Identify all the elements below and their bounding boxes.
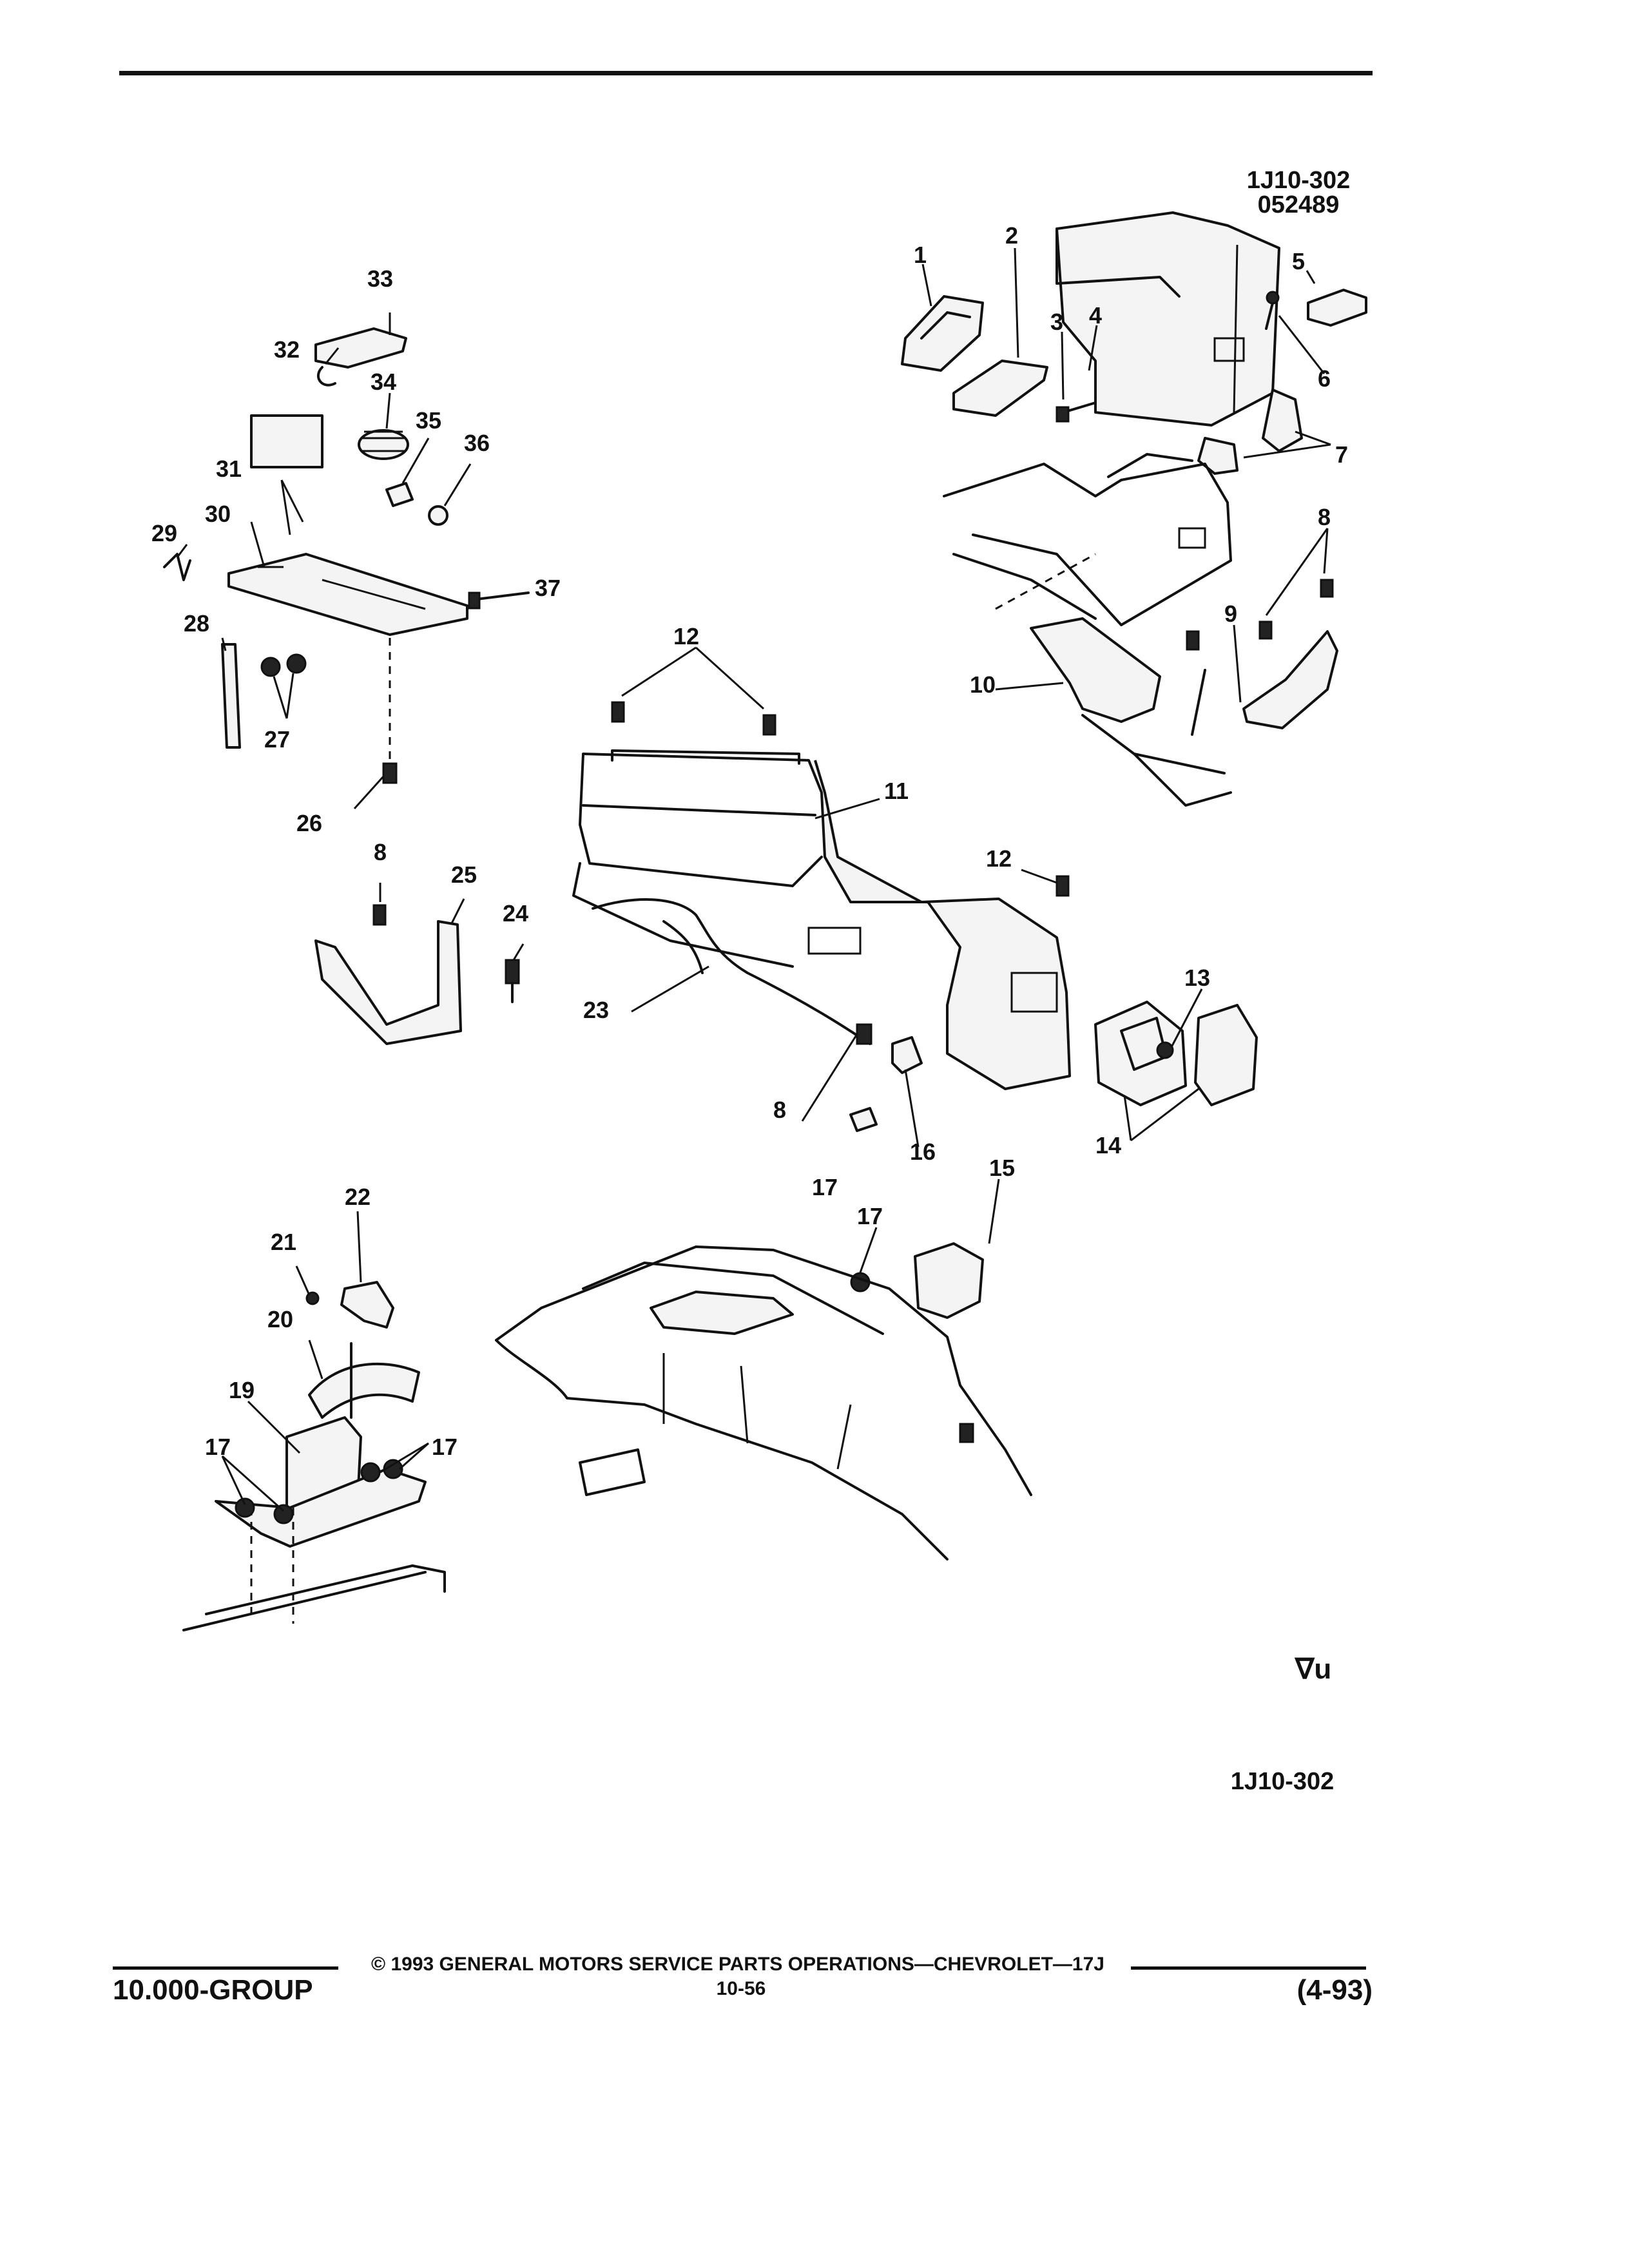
- callout-label: 20: [267, 1306, 293, 1332]
- part-35-pin: [385, 482, 414, 507]
- part-19-shifter-base: [182, 1416, 446, 1631]
- part-11-console: [572, 749, 1071, 1090]
- figure-id: 1J10-302: [1246, 167, 1351, 194]
- callout-label: 31: [216, 456, 242, 482]
- part-3-screw: [1055, 401, 1097, 423]
- callout-label: 14: [1095, 1132, 1121, 1158]
- part-5-bracket: [1307, 289, 1367, 327]
- part-6-clip: [1265, 291, 1280, 330]
- part-2-plate: [952, 360, 1048, 417]
- part-12-fasteners: [611, 701, 1070, 897]
- part-36-washer: [428, 505, 448, 526]
- callout-label: 24: [503, 900, 528, 927]
- callout-label: 25: [451, 861, 477, 888]
- callout-label: 29: [151, 520, 177, 546]
- callout-label: 27: [264, 726, 290, 753]
- callout-label: 16: [910, 1139, 936, 1165]
- callout-label: 11: [884, 778, 909, 804]
- callout-label: 22: [345, 1184, 371, 1210]
- callout-label: 17: [205, 1434, 231, 1460]
- part-9-bracket: [1242, 579, 1338, 729]
- top-rule: [119, 71, 1373, 75]
- part-13-screw: [1156, 1041, 1174, 1059]
- callout-label: 5: [1292, 248, 1305, 274]
- part-25-bracket: [314, 920, 462, 1045]
- callout-label: 32: [274, 336, 300, 363]
- part-28-lever: [221, 643, 241, 749]
- part-30-shift-plate: [227, 414, 468, 636]
- callout-label: 34: [371, 369, 396, 395]
- figure-date: 052489: [1257, 191, 1340, 218]
- callout-label: 12: [986, 845, 1012, 872]
- callout-label: 8: [374, 839, 387, 865]
- callout-label: 9: [1224, 601, 1237, 627]
- footer-page-number: 10-56: [716, 1978, 766, 1999]
- part-10-parking-brake: [1030, 617, 1232, 807]
- leader-lines: [176, 247, 1331, 1512]
- footer-date-code: (4-93): [1296, 1974, 1373, 2006]
- footer-rule-left: [113, 1966, 338, 1970]
- part-21-screw: [305, 1291, 320, 1305]
- callout-label: 19: [229, 1377, 255, 1403]
- part-8-bolt-left: [372, 904, 387, 926]
- callout-label: 28: [184, 610, 209, 637]
- callout-label: 23: [583, 997, 609, 1023]
- part-22-knob: [340, 1281, 394, 1329]
- callout-label: 37: [535, 575, 561, 601]
- callout-label: 2: [1005, 222, 1018, 249]
- callout-label: 8: [773, 1097, 786, 1123]
- footer-rule-right: [1131, 1966, 1366, 1970]
- part-23-harness: [592, 898, 871, 1045]
- callout-labels: 1 2 3 4 5 6 7 8 9 10 11 12 12 13 14 15 1…: [151, 222, 1348, 1460]
- part-29-spring: [163, 553, 191, 581]
- part-16-bracket: [891, 1036, 923, 1074]
- callout-label: 17: [812, 1174, 838, 1200]
- callout-label: 7: [1335, 441, 1348, 468]
- callout-label: 3: [1050, 309, 1063, 335]
- callout-label: 33: [367, 265, 393, 292]
- part-8-connector: [856, 1023, 872, 1045]
- callout-label: 12: [673, 623, 699, 649]
- callout-label: 35: [416, 407, 441, 434]
- callout-label: 13: [1184, 965, 1210, 991]
- footer-group: 10.000-GROUP: [113, 1974, 313, 2006]
- part-4-armrest: [1055, 211, 1280, 427]
- part-7-brackets: [1197, 389, 1303, 475]
- part-20-indicator: [308, 1342, 420, 1419]
- part-33-cover: [314, 327, 407, 369]
- part-1-cover: [901, 295, 984, 372]
- part-18-clip: [849, 1107, 878, 1132]
- callout-label: 26: [296, 810, 322, 836]
- corner-mark: ∇u: [1294, 1653, 1331, 1685]
- part-32-clip: [317, 366, 336, 387]
- figure-ref-bottom: 1J10-302: [1230, 1768, 1335, 1795]
- callout-label: 6: [1318, 365, 1331, 392]
- callout-label: 15: [989, 1155, 1015, 1181]
- callout-label: 36: [464, 430, 490, 456]
- callout-label: 4: [1089, 302, 1102, 329]
- callout-label: 1: [914, 242, 927, 268]
- part-14-bezel: [1094, 1001, 1258, 1106]
- callout-label: 30: [205, 501, 231, 527]
- callout-label: 8: [1318, 504, 1331, 530]
- part-34-spring: [358, 429, 409, 460]
- floor-tunnel: [495, 1242, 1032, 1561]
- callout-label: 10: [970, 671, 996, 698]
- callout-label: 21: [271, 1229, 296, 1255]
- part-26-bolt: [382, 638, 398, 784]
- callout-label: 17: [432, 1434, 458, 1460]
- console-rear-section: [943, 453, 1232, 626]
- part-24-screw: [505, 959, 520, 1003]
- callout-label: 17: [857, 1203, 883, 1229]
- part-37-screw: [468, 591, 530, 610]
- part-27-nuts: [260, 653, 307, 677]
- footer-copyright: © 1993 GENERAL MOTORS SERVICE PARTS OPER…: [371, 1954, 1104, 1975]
